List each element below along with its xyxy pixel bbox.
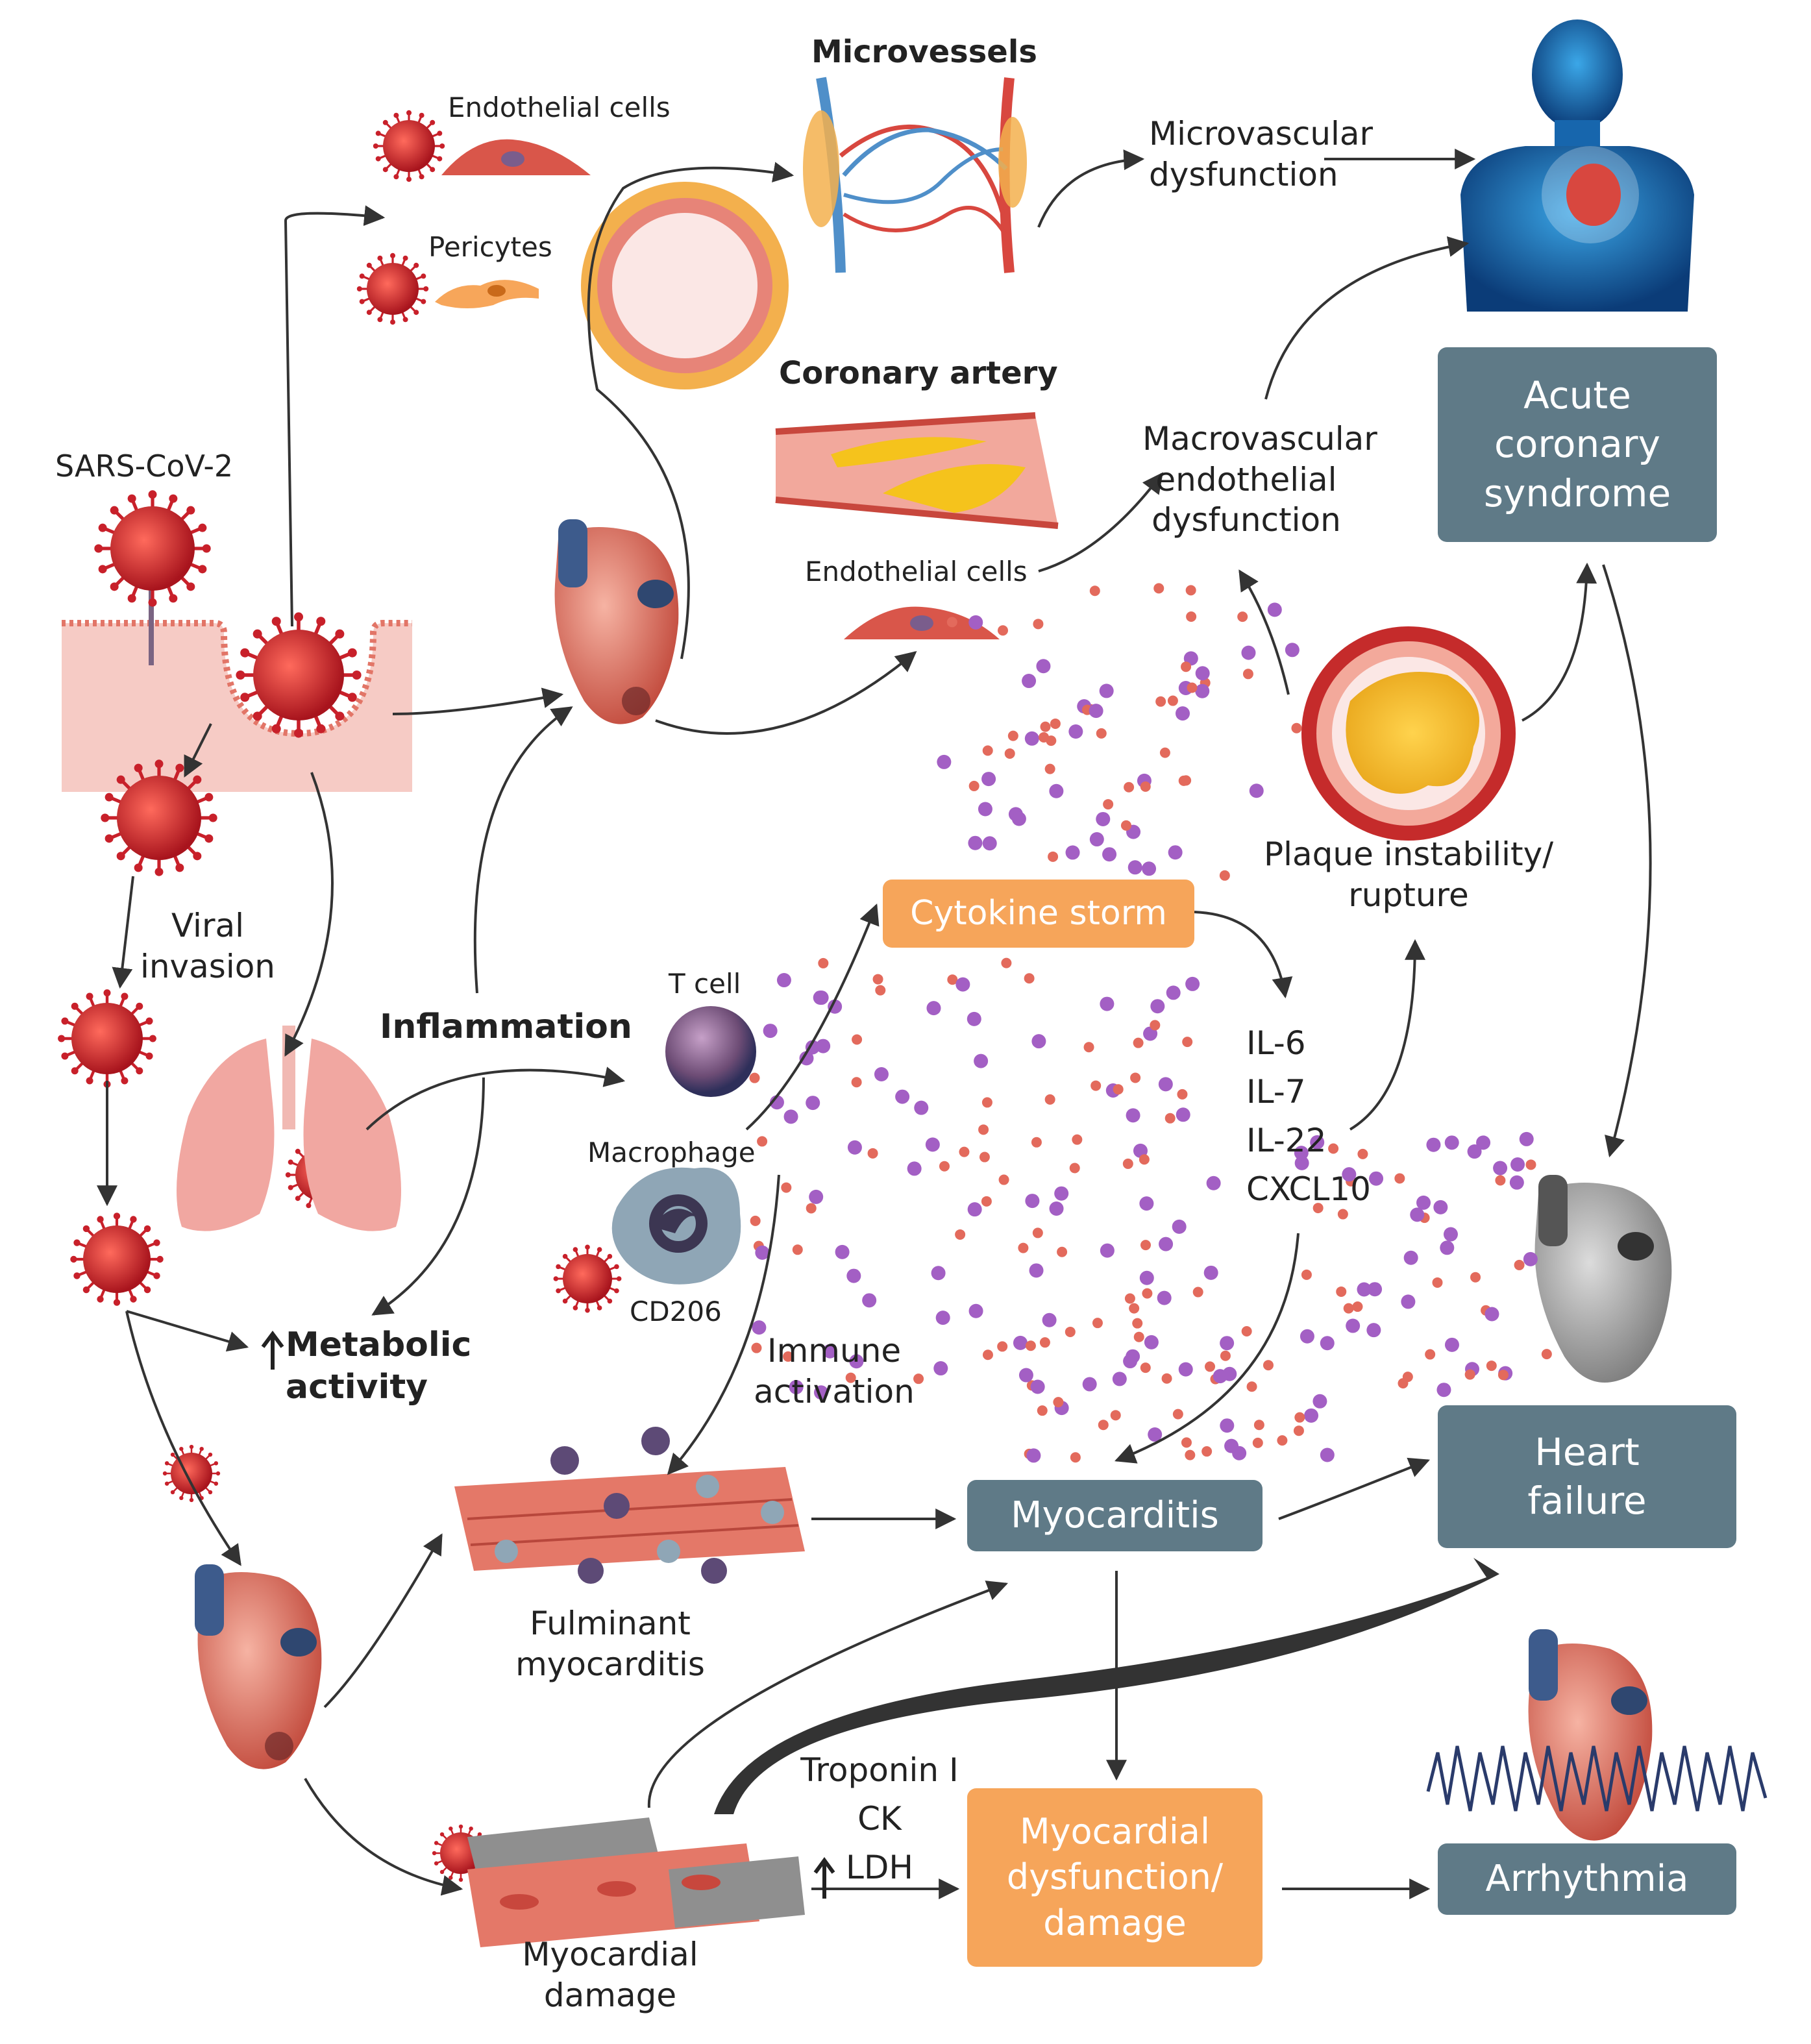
label-coronary-artery: Coronary artery [779,355,1058,391]
metabolic-up-arrow-icon [261,1331,284,1370]
pericyte-icon [435,280,539,308]
label-microvascular-dysfunction: Microvascular dysfunction [1149,115,1374,193]
heart-top-icon [554,519,679,724]
human-body-icon [1460,19,1694,312]
heart-bottom-left-icon [195,1564,322,1769]
endothelial-cell-mid-icon [844,606,1000,639]
label-viral-invasion: Viral invasion [140,907,276,985]
vessel-cross-section-icon [581,182,789,389]
label-endothelial-cells-mid: Endothelial cells [805,556,1028,587]
box-myocardial-dysfunction: Myocardial dysfunction/ damage [967,1788,1263,1967]
label-fulminant-myocarditis: Fulminant myocarditis [515,1605,705,1683]
label-pericytes: Pericytes [428,231,552,263]
cytokine-particles [749,583,1552,1463]
endothelial-cell-top-icon [441,139,591,175]
lungs-icon [177,1026,401,1231]
cell-membrane-illustration [62,576,412,792]
heart-arrhythmia-icon [1528,1629,1653,1841]
plaque-cross-section-icon [1301,626,1516,841]
label-microvessels: Microvessels [811,34,1037,70]
coronary-artery-icon [775,412,1059,529]
ldh-up-arrow-icon [813,1856,835,1899]
t-cell-icon [665,1006,756,1097]
thick-arrow-to-heart-failure [714,1558,1499,1814]
box-cytokine-storm: Cytokine storm [883,880,1194,948]
ecg-trace-icon [1426,1745,1768,1812]
macrophage-icon [611,1167,741,1285]
label-macrophage: Macrophage [587,1137,756,1168]
label-plaque: Plaque instability/ rupture [1263,835,1554,914]
label-inflammation: Inflammation [380,1007,632,1046]
label-macrovascular-dysfunction: Macrovascular endothelial dysfunction [1142,420,1377,539]
label-t-cell: T cell [669,968,741,1000]
box-myocarditis: Myocarditis [967,1480,1263,1551]
label-endothelial-cells-top: Endothelial cells [448,92,671,123]
label-immune-activation: Immune activation [754,1332,915,1410]
arrows [97,149,1652,1899]
label-metabolic-activity: Metabolic activity [286,1325,472,1407]
label-biomarkers: Troponin I CK LDH [800,1751,959,1886]
box-acute-coronary-syndrome: Acute coronary syndrome [1438,347,1717,542]
fulminant-myocarditis-tissue-icon [454,1427,805,1584]
myocardial-damage-tissue-icon [467,1817,805,1947]
label-sars-cov-2: SARS-CoV-2 [55,449,234,484]
heart-gray-icon [1534,1175,1672,1383]
microvessels-icon [803,77,1027,273]
label-myocardial-damage: Myocardial damage [522,1936,698,2014]
box-arrhythmia: Arrhythmia [1438,1843,1736,1915]
label-cd206: CD206 [630,1296,722,1327]
box-heart-failure: Heart failure [1438,1405,1736,1548]
label-cytokines: IL-6 IL-7 IL-22 CXCL10 [1246,1024,1371,1208]
